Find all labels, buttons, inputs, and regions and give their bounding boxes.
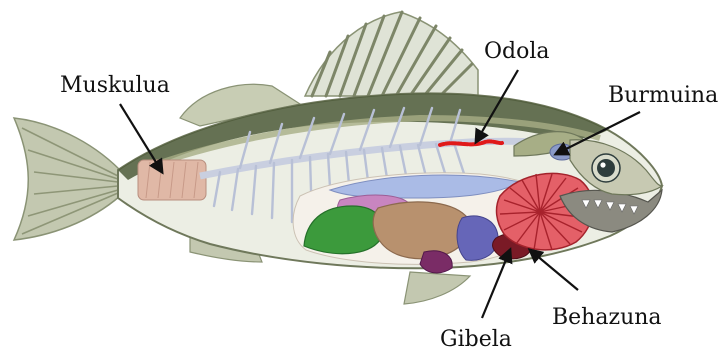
- pelvic-fin: [404, 272, 470, 304]
- eye: [592, 154, 620, 182]
- label-muscle: Muskulua: [60, 73, 170, 98]
- dorsal-fin: [305, 12, 478, 96]
- label-brain: Burmuina: [608, 83, 718, 108]
- label-kidney: Gibela: [440, 327, 512, 352]
- label-heart: Behazuna: [552, 305, 662, 330]
- tail-fin: [14, 118, 120, 240]
- heart-leader-line: [530, 250, 578, 290]
- label-blood-vessel: Odola: [484, 39, 550, 64]
